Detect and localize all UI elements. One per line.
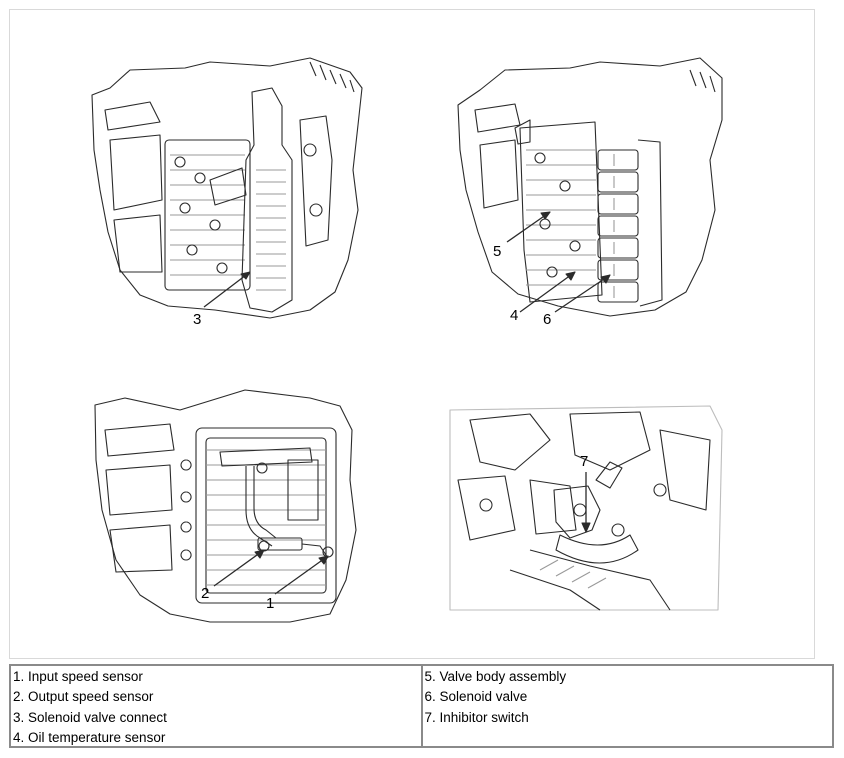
callout-3: 3 bbox=[193, 311, 202, 328]
legend-item: 2. Output speed sensor bbox=[13, 689, 154, 705]
callout-4: 4 bbox=[510, 307, 519, 324]
panel-inhibitor-switch bbox=[449, 405, 723, 611]
legend-item: 4. Oil temperature sensor bbox=[13, 729, 166, 745]
panel-solenoid-connector bbox=[91, 57, 363, 319]
legend-item: 1. Input speed sensor bbox=[13, 669, 143, 684]
callout-1: 1 bbox=[266, 595, 275, 612]
panel-valve-body bbox=[457, 57, 723, 317]
callout-7: 7 bbox=[580, 453, 589, 470]
callout-5: 5 bbox=[493, 243, 502, 260]
callout-6: 6 bbox=[543, 311, 552, 328]
legend-column-left: 1. Input speed sensor 2. Output speed se… bbox=[11, 666, 421, 746]
legend-table: 1. Input speed sensor 2. Output speed se… bbox=[9, 664, 834, 748]
diagram-figure: 3 5 4 6 2 1 7 bbox=[9, 9, 815, 659]
panel-speed-sensors bbox=[94, 389, 357, 623]
legend-item: 6. Solenoid valve bbox=[424, 689, 528, 705]
legend-column-right: 5. Valve body assembly 6. Solenoid valve… bbox=[420, 666, 833, 746]
callout-2: 2 bbox=[201, 585, 210, 602]
transmission-illustrations bbox=[91, 57, 723, 623]
legend-item: 7. Inhibitor switch bbox=[424, 709, 529, 725]
legend-item: 3. Solenoid valve connect bbox=[13, 709, 167, 725]
legend-item: 5. Valve body assembly bbox=[424, 669, 567, 684]
